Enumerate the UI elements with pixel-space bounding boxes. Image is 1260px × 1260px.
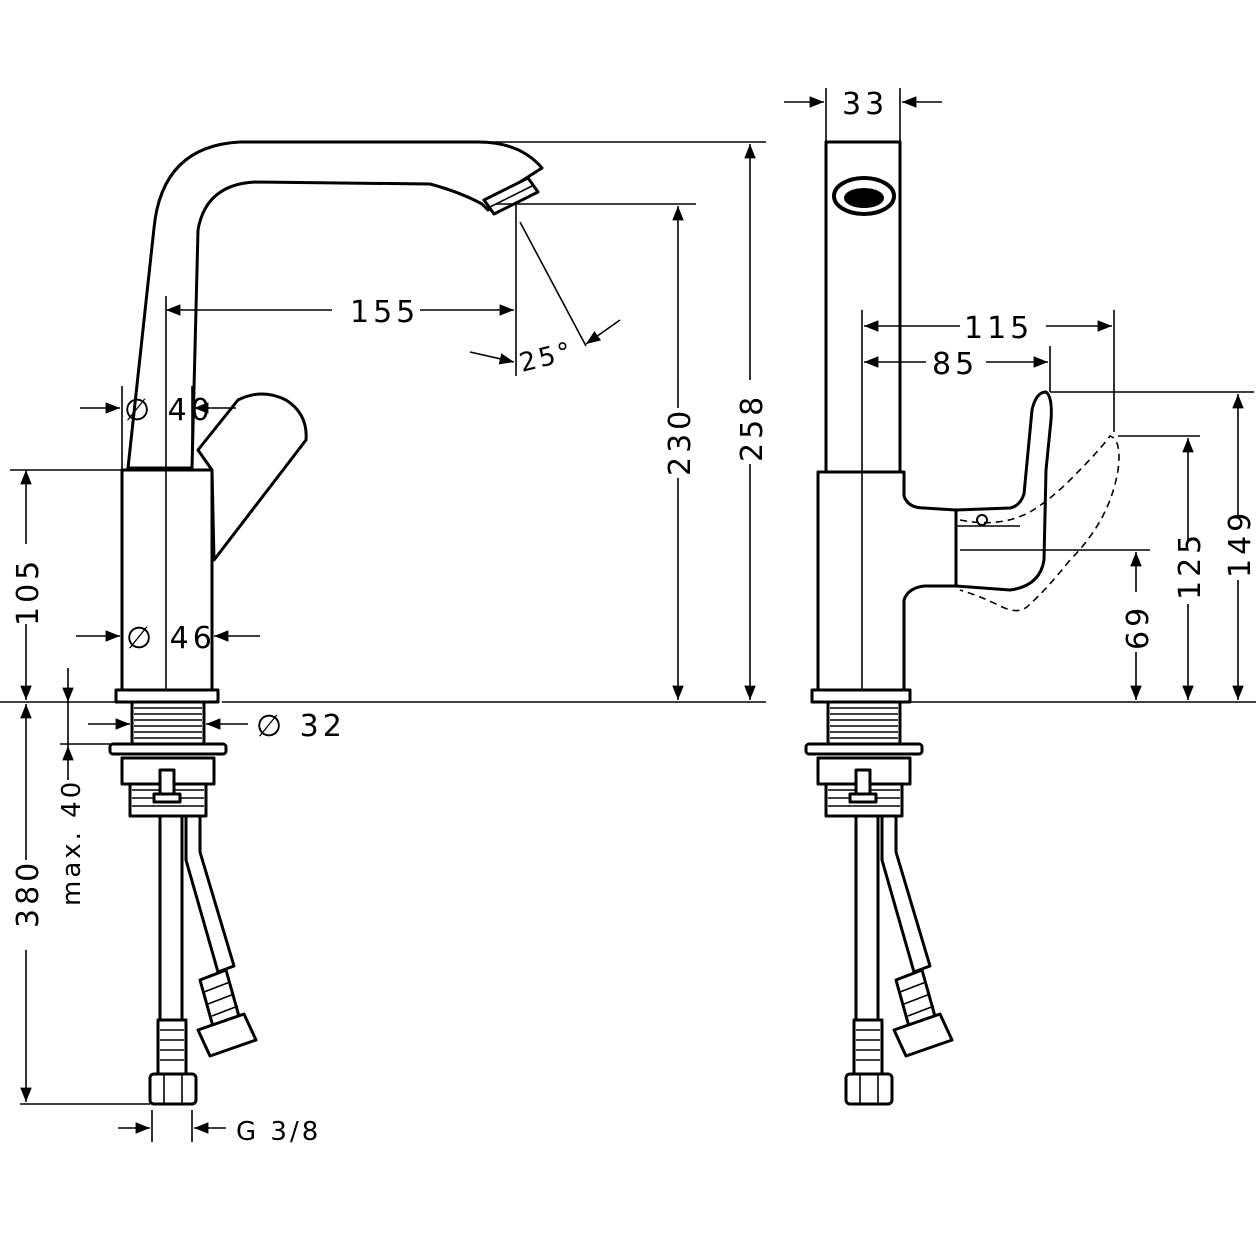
side-dim-spout-width: 33: [842, 87, 888, 122]
front-dim-spout-reach: 155: [350, 295, 419, 330]
side-base-ring: [810, 688, 912, 704]
front-hose-right-nut: [196, 1012, 258, 1058]
front-hose-left: [158, 814, 184, 1024]
front-thread-lines: [134, 707, 202, 739]
front-dim-thread-diameter: ∅ 32: [256, 709, 346, 744]
side-thread-lines: [830, 707, 898, 739]
front-dim-spout-diameter: ∅ 40: [124, 393, 214, 428]
front-hose-right-fitting: [196, 968, 258, 1058]
front-washer: [108, 742, 228, 756]
front-body: [120, 468, 214, 692]
front-dim-max-thickness: max. 40: [57, 779, 87, 906]
side-dim-handle-reach-open: 115: [964, 311, 1033, 346]
front-dim-spout-angle: 25°: [516, 336, 577, 378]
side-dim-handle-axis-height: 69: [1121, 604, 1156, 650]
front-dim-body-diameter: ∅ 46: [126, 621, 216, 656]
front-hose-right: [184, 814, 236, 974]
front-view-faucet: [108, 140, 544, 1106]
side-dim-handle-reach: 85: [932, 347, 978, 382]
side-hose-right-nut: [892, 1012, 954, 1058]
side-hose-left-fitting: [844, 1018, 894, 1106]
side-hose-right-fitting: [892, 968, 954, 1058]
front-dim-hose-thread: G 3/8: [236, 1117, 321, 1147]
side-dim-handle-height: 125: [1173, 531, 1208, 600]
side-hose-left: [854, 814, 880, 1024]
front-dim-hose-length: 380: [11, 859, 46, 928]
side-view-faucet: [804, 140, 1120, 1106]
front-labels: 155 25° ∅ 40 ∅ 46 105 230 258 ∅ 32 max. …: [11, 295, 770, 1147]
side-lever-open-position: [959, 435, 1120, 612]
side-hose-left-nut: [844, 1072, 894, 1106]
front-base-ring: [114, 688, 220, 704]
front-dim-spout-height: 230: [663, 407, 698, 476]
side-dimensions: [784, 88, 1256, 703]
side-dim-handle-height-open: 149: [1223, 509, 1258, 578]
side-hose-right: [880, 814, 932, 974]
front-lever-handle: [196, 392, 308, 562]
front-spout: [126, 140, 544, 470]
side-washer: [804, 742, 924, 756]
front-hose-left-fitting: [148, 1018, 198, 1106]
side-lever-handle: [954, 390, 1053, 592]
front-dim-total-height: 258: [735, 393, 770, 462]
side-body: [816, 470, 958, 692]
front-dim-body-height: 105: [11, 557, 46, 626]
front-dimensions: [0, 141, 766, 1142]
front-hose-left-nut: [148, 1072, 198, 1106]
side-labels: 33 115 85 69 125 149: [842, 87, 1258, 650]
